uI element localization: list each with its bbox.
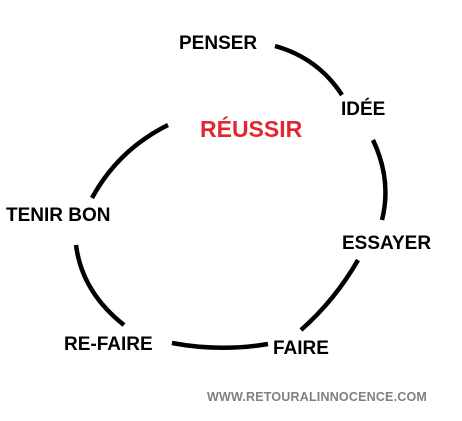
arc-penser-to-idee [274,43,344,97]
arc-faire-to-refaire [171,340,269,350]
step-label-refaire: RE-FAIRE [64,334,153,355]
arc-idee-to-essayer [370,139,388,221]
step-label-tenirbon: TENIR BON [6,205,111,226]
arc-refaire-to-tenirbon [73,244,126,327]
step-label-idee: IDÉE [341,99,386,120]
step-label-essayer: ESSAYER [342,233,432,254]
arc-essayer-to-faire [299,258,360,332]
step-label-penser: PENSER [179,33,258,54]
center-label-reussir: RÉUSSIR [200,116,303,142]
website-watermark: WWW.RETOURALINNOCENCE.COM [207,390,428,404]
arc-tenirbon-to-reussir [90,122,170,200]
step-label-faire: FAIRE [273,338,329,359]
